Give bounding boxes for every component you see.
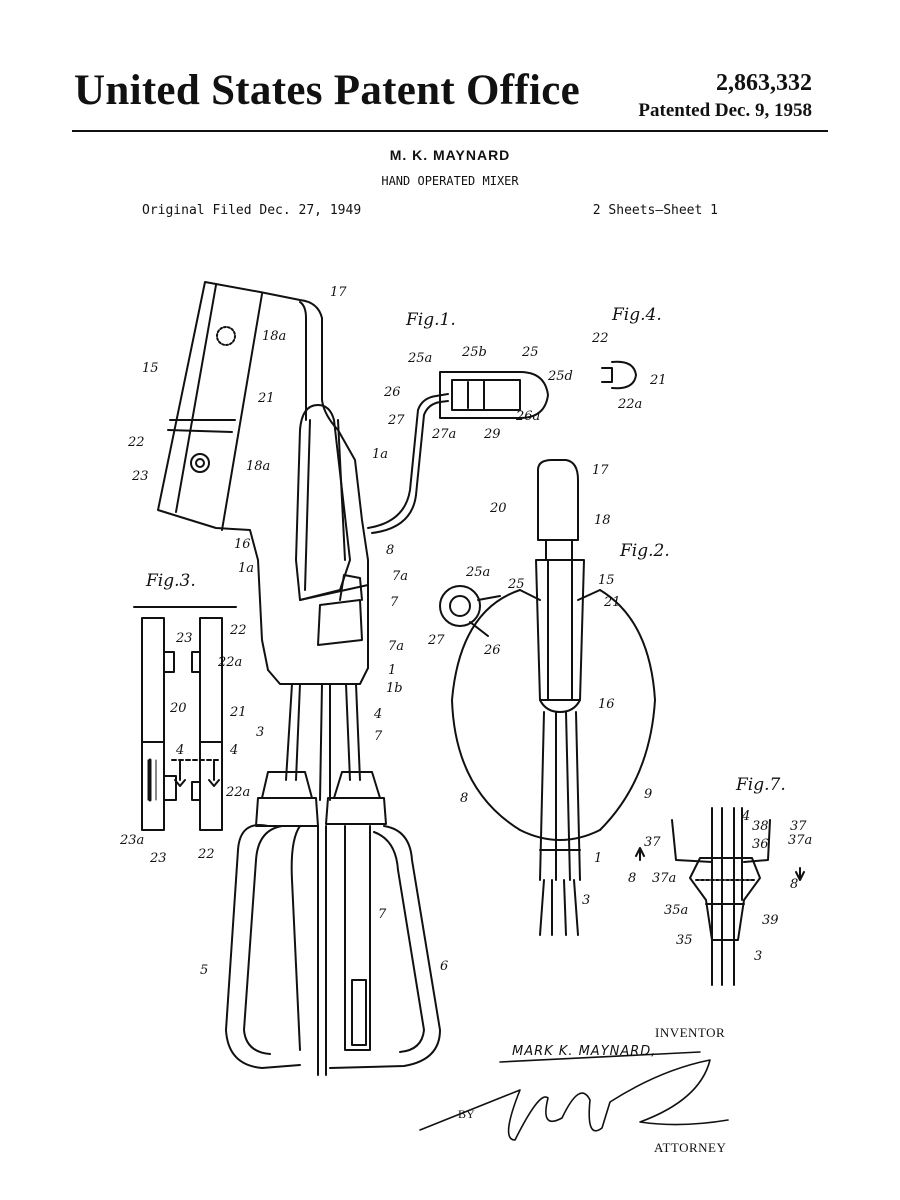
ref-7a: 7a (392, 569, 408, 584)
ref-7-shaft: 7 (374, 729, 383, 744)
ref-25-fig2: 25 (507, 577, 525, 592)
ref-7a-lower: 7a (388, 639, 404, 654)
ref-21: 21 (257, 391, 275, 406)
ref-5: 5 (200, 963, 208, 978)
ref-8-fig7-left: 8 (628, 871, 636, 886)
ref-29: 29 (483, 427, 501, 442)
ref-22a-fig3: 22a (217, 655, 242, 670)
fig7-label: Fig.7. (735, 775, 786, 795)
ref-39-fig7: 39 (762, 913, 779, 928)
ref-25b: 25b (461, 345, 487, 360)
ref-22: 22 (127, 435, 145, 450)
ref-7-beater: 7 (378, 907, 387, 922)
inventor-heading: M. K. MAYNARD (389, 147, 511, 163)
ref-38-fig7: 38 (752, 819, 769, 834)
ref-21-fig4: 21 (649, 373, 667, 388)
ref-1-fig2: 1 (594, 851, 602, 866)
ref-26: 26 (383, 385, 401, 400)
ref-27a: 27a (431, 427, 456, 442)
ref-18-fig2: 18 (594, 513, 611, 528)
ref-4-fig7: 4 (741, 809, 750, 824)
ref-37-fig7: 37 (790, 819, 807, 834)
fig2-side-view (439, 459, 656, 936)
ref-35-fig7: 35 (676, 933, 693, 948)
ref-23a-fig3: 23a (119, 833, 144, 848)
ref-17: 17 (330, 285, 347, 300)
ref-3-fig7: 3 (754, 949, 762, 964)
ref-25a: 25a (407, 351, 432, 366)
ref-8-fig7-right: 8 (790, 877, 798, 892)
ref-22a-fig3-lower: 22a (225, 785, 250, 800)
ref-3: 3 (256, 725, 264, 740)
ref-37a-fig7-left: 37a (652, 871, 676, 886)
fig4-label: Fig.4. (611, 305, 662, 325)
ref-6: 6 (440, 959, 448, 974)
ref-9-fig2: 9 (644, 787, 652, 802)
header-rule (72, 130, 828, 132)
patent-title: HAND OPERATED MIXER (381, 174, 519, 188)
ref-25a-fig2: 25a (465, 565, 490, 580)
ref-17-fig2: 17 (592, 463, 609, 478)
ref-7: 7 (390, 595, 399, 610)
attorney-label: ATTORNEY (654, 1140, 727, 1155)
inventor-label: INVENTOR (655, 1025, 726, 1040)
ref-1b: 1b (386, 681, 403, 696)
filing-date: Original Filed Dec. 27, 1949 (142, 203, 362, 218)
fig1-label: Fig.1. (405, 310, 456, 330)
ref-20-fig3: 20 (169, 701, 187, 716)
ref-23-fig3: 23 (175, 631, 193, 646)
fig3-section (133, 606, 237, 831)
ref-4-fig3-b: 4 (229, 743, 238, 758)
ref-4-fig3-a: 4 (175, 743, 184, 758)
ref-22a-fig4: 22a (617, 397, 642, 412)
ref-1a-lower: 1a (238, 561, 254, 576)
ref-35a-fig7: 35a (664, 903, 688, 918)
ref-27: 27 (387, 413, 405, 428)
ref-8-fig2: 8 (460, 791, 468, 806)
ref-36-fig7: 36 (752, 837, 769, 852)
ref-22-fig3: 22 (229, 623, 247, 638)
ref-18a: 18a (262, 329, 286, 344)
fig3-label: Fig.3. (145, 571, 196, 591)
fig4-detail (439, 360, 637, 419)
ref-27-fig2: 27 (427, 633, 445, 648)
ref-15-fig2: 15 (598, 573, 615, 588)
ref-3-fig2: 3 (582, 893, 590, 908)
by-label: BY (458, 1107, 475, 1121)
ref-37-fig7-left: 37 (644, 835, 661, 850)
patented-date: Patented Dec. 9, 1958 (638, 100, 812, 121)
ref-22-fig4: 22 (591, 331, 609, 346)
ref-21-fig2: 21 (603, 595, 621, 610)
ref-20-fig2: 20 (489, 501, 507, 516)
ref-18a-lower: 18a (246, 459, 270, 474)
ref-26-fig2: 26 (483, 643, 501, 658)
patent-number: 2,863,332 (716, 70, 812, 96)
ref-15: 15 (142, 361, 159, 376)
ref-25: 25 (521, 345, 539, 360)
ref-4: 4 (373, 707, 382, 722)
ref-21-fig3: 21 (229, 705, 247, 720)
ref-8: 8 (386, 543, 394, 558)
ref-23: 23 (131, 469, 149, 484)
ref-37a-fig7: 37a (788, 833, 812, 848)
attorney-signature (419, 1051, 729, 1141)
ref-16-fig2: 16 (598, 697, 615, 712)
fig1-mixer (157, 281, 449, 1076)
ref-1: 1 (388, 663, 396, 678)
ref-23-fig3-lower: 23 (149, 851, 167, 866)
fig2-label: Fig.2. (619, 541, 670, 561)
fig7-section (635, 807, 805, 986)
ref-25d: 25d (547, 369, 573, 384)
inventor-name: MARK K. MAYNARD, (512, 1044, 657, 1059)
sheet-count: 2 Sheets—Sheet 1 (592, 203, 718, 218)
ref-22-fig3-lower: 22 (197, 847, 215, 862)
ref-26a: 26a (515, 409, 540, 424)
ref-16: 16 (234, 537, 251, 552)
ref-1a: 1a (372, 447, 388, 462)
office-heading: United States Patent Office (74, 67, 581, 114)
